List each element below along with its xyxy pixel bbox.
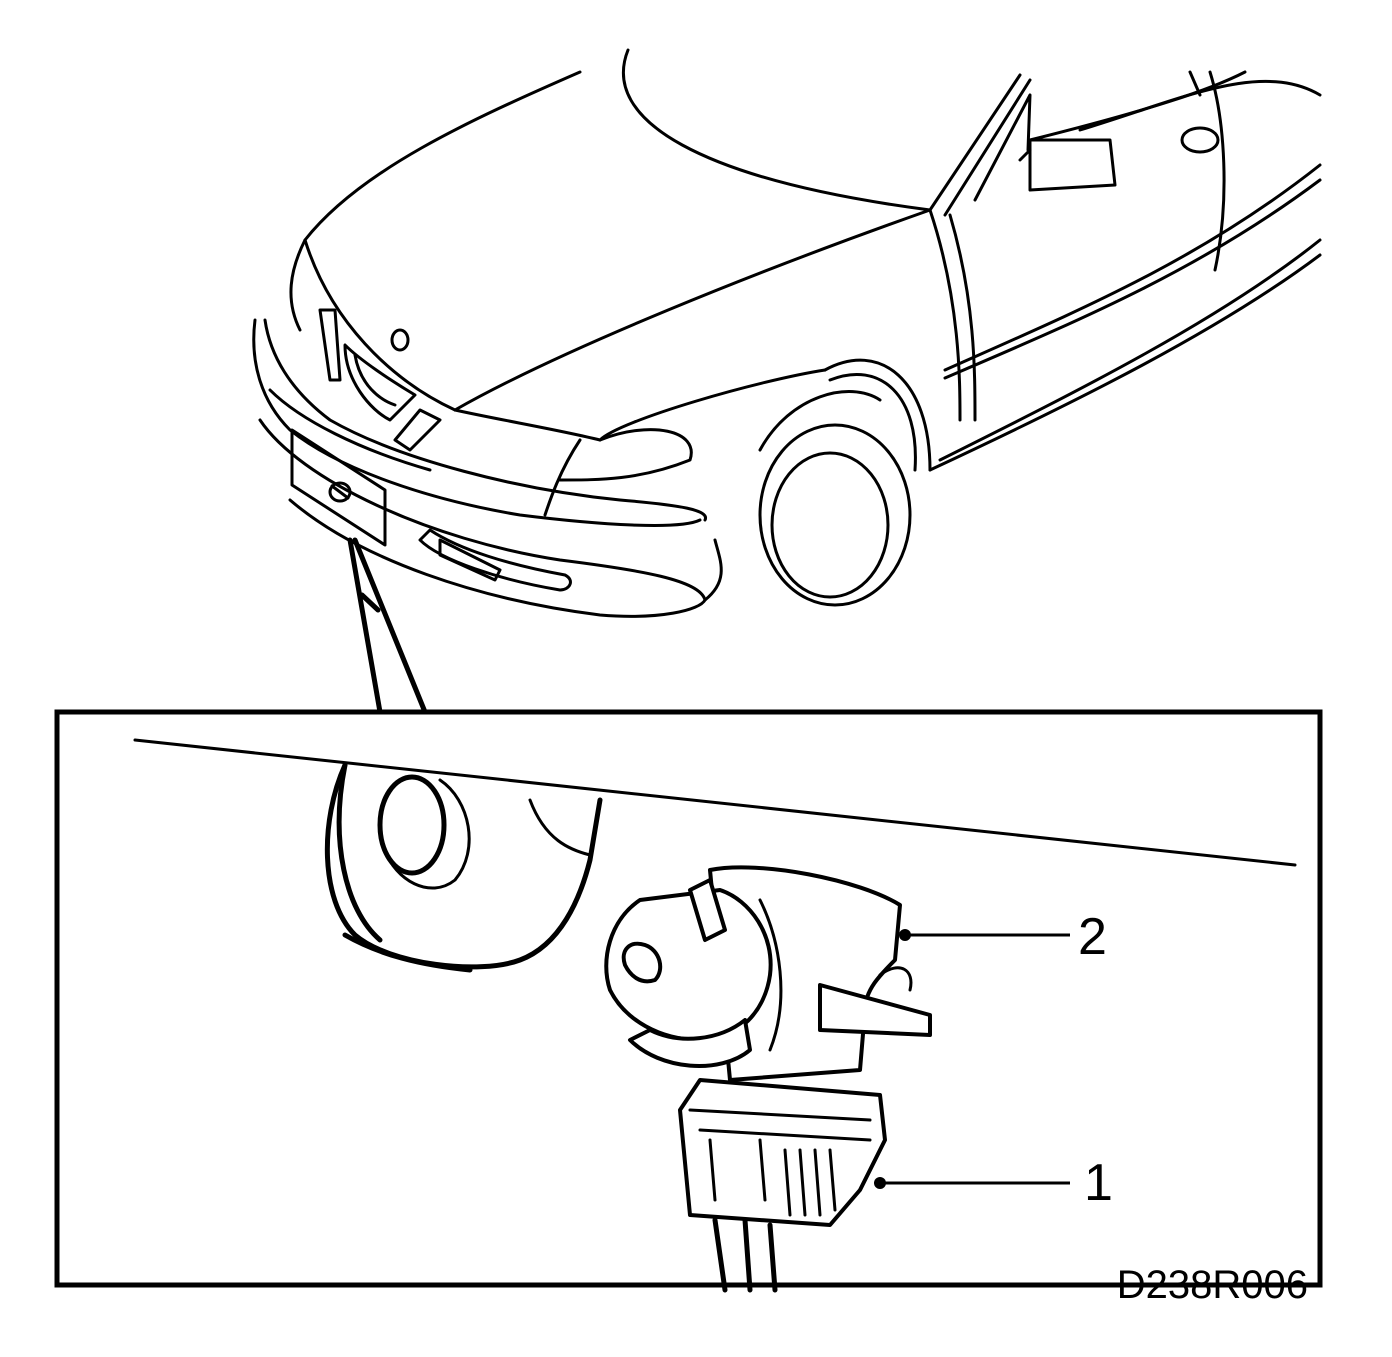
connector	[678, 1078, 887, 1293]
zoom-pointer	[347, 537, 383, 715]
leader-dot-1	[874, 1177, 886, 1189]
detail-inset-frame	[54, 709, 1323, 1288]
bumper-edge-line	[133, 738, 1297, 867]
figure-code: D238R006	[1117, 1263, 1308, 1307]
callout-number-1: 1	[1084, 1154, 1113, 1212]
lamp-housing	[324, 762, 603, 973]
callout-number-2: 2	[1078, 908, 1107, 966]
bulb-location-icon	[328, 481, 352, 503]
hood-emblem-icon	[390, 328, 410, 352]
car-overview	[252, 48, 1322, 618]
bulb-holder	[604, 865, 932, 1082]
leader-dot-2	[899, 929, 911, 941]
